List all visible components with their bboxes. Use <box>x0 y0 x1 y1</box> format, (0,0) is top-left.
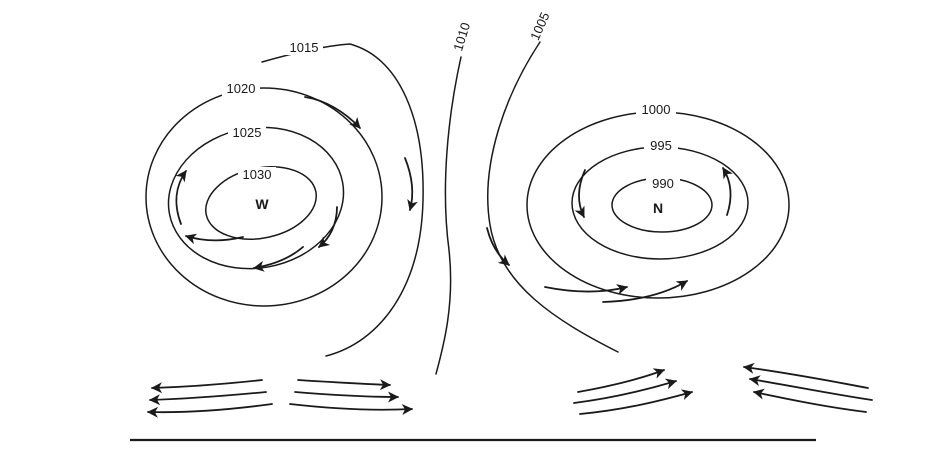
wind-arrow <box>304 96 361 129</box>
divergence-arrow-right <box>297 379 391 391</box>
divergence-arrow-left <box>151 379 263 394</box>
divergence-arrow-right <box>294 391 399 403</box>
convergence-arrow-right <box>753 388 867 413</box>
convergence-arrow-left <box>579 389 693 415</box>
convergence-arrow-right <box>743 362 869 389</box>
wind-arrow <box>486 227 510 266</box>
label-bg <box>238 167 276 182</box>
surface-convergence-arrows <box>573 362 873 415</box>
wind-arrow <box>602 280 688 303</box>
isobar-label-1030: 1030 <box>243 167 272 182</box>
isobar-label-1005: 1005 <box>527 10 552 43</box>
wind-arrow <box>253 246 304 272</box>
convergence-arrow-left <box>577 368 665 393</box>
isobar-label-1025: 1025 <box>233 125 262 140</box>
divergence-arrow-left <box>147 403 273 418</box>
isobar-label-990: 990 <box>652 176 674 191</box>
convergence-arrow-right <box>749 375 873 401</box>
low-center-label: N <box>653 200 663 216</box>
wind-arrow <box>544 284 628 295</box>
wind-arrow <box>722 167 733 216</box>
label-bg <box>636 102 676 117</box>
wind-arrow <box>574 169 586 218</box>
divergence-arrow-right <box>289 403 413 416</box>
high-center-label: W <box>255 196 269 212</box>
label-bg <box>228 125 266 140</box>
isobar-curve-1010 <box>435 56 462 375</box>
divergence-arrow-left <box>149 391 267 406</box>
isobar-label-1010: 1010 <box>450 21 473 53</box>
label-bg <box>646 176 680 191</box>
isobar-curve-1005 <box>487 41 619 353</box>
isobar-label-1000: 1000 <box>642 102 671 117</box>
surface-divergence-arrows <box>147 379 413 418</box>
label-bg <box>644 138 678 153</box>
wind-arrow <box>318 206 338 248</box>
isobar-label-1015: 1015 <box>290 40 319 55</box>
label-bg <box>222 81 260 96</box>
label-bg <box>285 40 323 55</box>
wind-arrow <box>404 157 418 211</box>
isobar-curve-1020 <box>145 87 383 307</box>
mid-isobars: 1010 1005 <box>435 10 619 375</box>
high-pressure-system: 1015 1020 1025 1030 W <box>145 40 424 357</box>
wind-arrow <box>185 233 244 245</box>
low-pressure-system: 1000 995 990 N <box>526 102 790 303</box>
isobar-label-1020: 1020 <box>227 81 256 96</box>
isobar-label-995: 995 <box>650 138 672 153</box>
convergence-arrow-left <box>573 378 677 404</box>
wind-arrow <box>175 170 187 225</box>
